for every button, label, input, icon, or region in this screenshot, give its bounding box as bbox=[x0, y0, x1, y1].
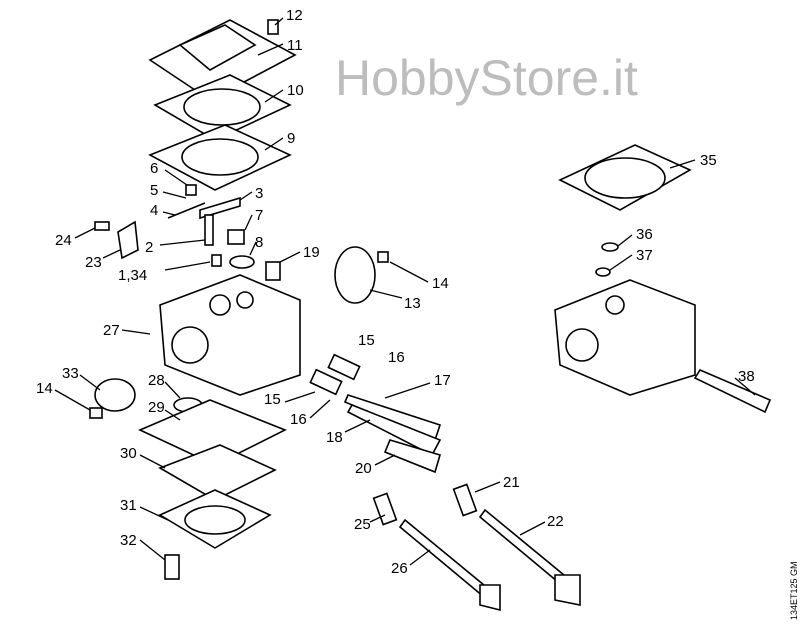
label-33: 33 bbox=[62, 365, 79, 382]
label-7: 7 bbox=[255, 207, 263, 224]
screw-part-32 bbox=[164, 554, 180, 580]
screw-part-12 bbox=[267, 19, 279, 35]
pump-cover-part-31 bbox=[158, 489, 272, 549]
label-21: 21 bbox=[503, 474, 520, 491]
label-3: 3 bbox=[255, 185, 263, 202]
label-37: 37 bbox=[636, 247, 653, 264]
label-6: 6 bbox=[150, 160, 158, 177]
label-17: 17 bbox=[434, 372, 451, 389]
label-22: 22 bbox=[547, 513, 564, 530]
label-27: 27 bbox=[103, 322, 120, 339]
label-4: 4 bbox=[150, 202, 158, 219]
screws-17-18-20 bbox=[343, 394, 442, 474]
label-32: 32 bbox=[120, 532, 137, 549]
label-1-34: 1,34 bbox=[118, 267, 147, 284]
screw-part-38 bbox=[693, 368, 772, 414]
watermark: HobbyStore.it bbox=[335, 50, 638, 106]
label-5: 5 bbox=[150, 182, 158, 199]
carburetor-body-right bbox=[554, 279, 696, 396]
label-16-upper: 16 bbox=[388, 349, 405, 366]
label-28: 28 bbox=[148, 372, 165, 389]
small-parts-2-8 bbox=[94, 184, 281, 281]
label-16-lower: 16 bbox=[290, 411, 307, 428]
label-15-lower: 15 bbox=[264, 391, 281, 408]
drawing-code: 134ET125 GM bbox=[789, 561, 799, 620]
label-35: 35 bbox=[700, 152, 717, 169]
label-15-upper: 15 bbox=[358, 332, 375, 349]
carburetor-body-left bbox=[159, 274, 301, 396]
gasket-part-30 bbox=[158, 444, 277, 501]
label-9: 9 bbox=[287, 130, 295, 147]
label-38: 38 bbox=[738, 368, 755, 385]
label-10: 10 bbox=[287, 82, 304, 99]
label-19: 19 bbox=[303, 244, 320, 261]
label-23: 23 bbox=[85, 254, 102, 271]
label-11: 11 bbox=[287, 37, 303, 54]
gasket-part-29 bbox=[138, 399, 287, 466]
label-24: 24 bbox=[55, 232, 72, 249]
plate-part-13 bbox=[334, 246, 389, 304]
label-36: 36 bbox=[636, 226, 653, 243]
gasket-part-35 bbox=[558, 144, 692, 211]
label-25: 25 bbox=[354, 516, 371, 533]
label-26: 26 bbox=[391, 560, 408, 577]
label-20: 20 bbox=[355, 460, 372, 477]
label-13: 13 bbox=[404, 295, 421, 312]
cover-part-11 bbox=[148, 19, 297, 101]
plate-part-33 bbox=[89, 378, 136, 419]
label-18: 18 bbox=[326, 429, 343, 446]
label-14-left: 14 bbox=[36, 380, 53, 397]
label-8: 8 bbox=[255, 234, 263, 251]
label-12: 12 bbox=[286, 7, 303, 24]
label-31: 31 bbox=[120, 497, 137, 514]
label-30: 30 bbox=[120, 445, 137, 462]
label-2: 2 bbox=[145, 239, 153, 256]
label-14-right: 14 bbox=[432, 275, 449, 292]
diaphragm-part-10 bbox=[153, 74, 292, 141]
label-29: 29 bbox=[148, 399, 165, 416]
levers-21-26 bbox=[372, 483, 581, 612]
leader-lines bbox=[54, 17, 756, 566]
gasket-part-9 bbox=[148, 124, 292, 191]
springs-15-16 bbox=[309, 353, 361, 396]
rings-36-37 bbox=[595, 242, 619, 277]
